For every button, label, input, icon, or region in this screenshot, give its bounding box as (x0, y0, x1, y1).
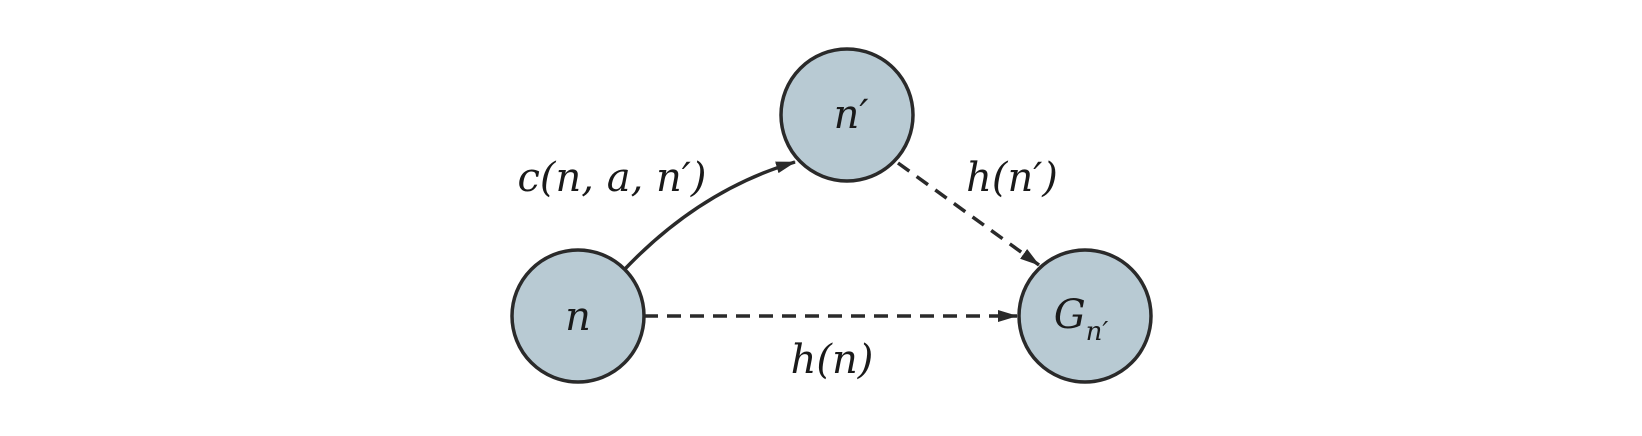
node-goal-letter: G (1054, 292, 1086, 338)
edge-cost-arrow (622, 160, 796, 272)
node-n-label: n (565, 294, 591, 340)
node-goal-subscript: n′ (1086, 317, 1109, 347)
edge-h-n-label: h(n) (791, 337, 874, 383)
edge-h-n-prime-label: h(n′) (966, 155, 1058, 201)
node-n-prime-circle (779, 47, 915, 183)
node-n-prime: n′ (779, 47, 915, 183)
node-goal: Gn′ (1017, 248, 1153, 384)
node-n: n (510, 248, 646, 384)
node-goal-circle (1017, 248, 1153, 384)
edge-cost-label: c(n, a, n′) (518, 155, 707, 201)
node-goal-label: Gn′ (1054, 292, 1109, 347)
node-n-prime-label: n′ (834, 92, 869, 138)
node-n-circle (510, 248, 646, 384)
edge-h-n-prime-arrow (896, 161, 1041, 267)
